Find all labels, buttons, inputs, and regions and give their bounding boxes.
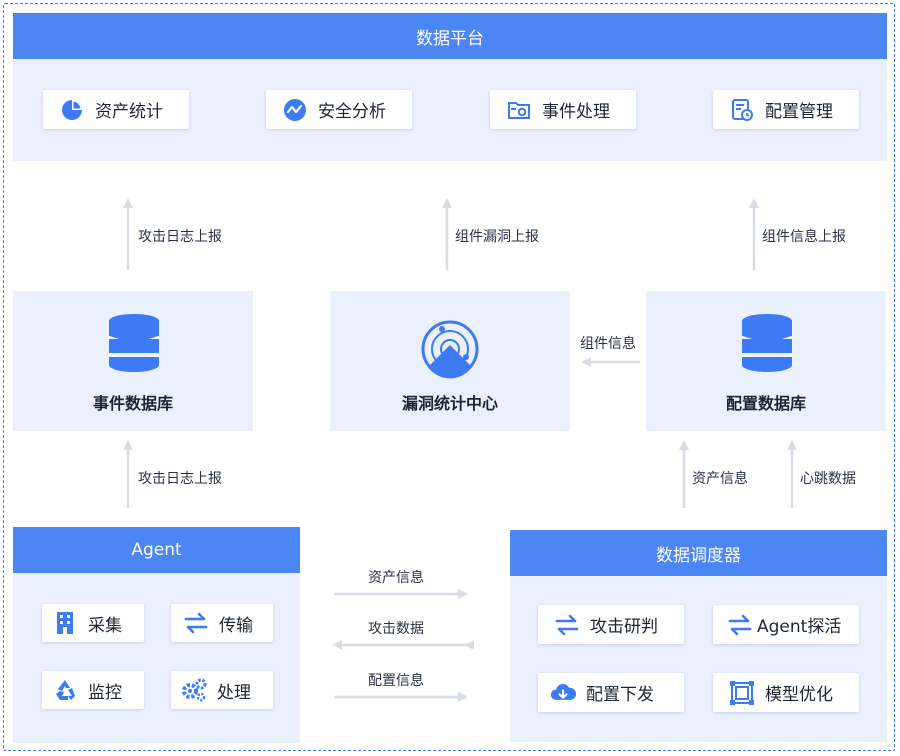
scheduler-item-label: 攻击研判: [590, 617, 658, 637]
database-icon: [741, 314, 793, 372]
agent-item-label: 处理: [217, 682, 251, 703]
scheduler-item-attack-judgment[interactable]: 攻击研判: [538, 605, 684, 644]
agent-item-label: 传输: [219, 615, 253, 636]
label-event-to-platform: 攻击日志上报: [138, 229, 222, 245]
label-agent-scheduler-asset: 资产信息: [368, 570, 424, 586]
model-frame-icon: [729, 680, 755, 706]
scheduler-item-label: 配置下发: [586, 685, 654, 705]
agent-item-transfer[interactable]: 传输: [171, 604, 273, 642]
transfer-arrows-icon: [727, 612, 753, 638]
recycle-icon: [52, 677, 78, 703]
scheduler-item-agent-probe[interactable]: Agent探活: [713, 605, 859, 644]
scheduler-item-model-optimization[interactable]: 模型优化: [713, 673, 859, 712]
label-agent-scheduler-config: 配置信息: [368, 673, 424, 689]
vuln-center-title: 漏洞统计中心: [401, 394, 498, 413]
radar-icon: [421, 320, 479, 379]
label-agent-scheduler-attack: 攻击数据: [368, 621, 424, 637]
agent-item-process[interactable]: 处理: [171, 671, 273, 709]
label-config-to-platform: 组件信息上报: [762, 229, 846, 245]
platform-header: 数据平台: [13, 13, 887, 59]
vuln-center-card[interactable]: 漏洞统计中心: [330, 291, 570, 431]
agent-item-collect[interactable]: 采集: [42, 604, 144, 642]
outer-dashed-frame: [3, 3, 895, 751]
label-scheduler-asset: 资产信息: [692, 471, 748, 487]
config-clock-icon: [729, 97, 755, 123]
label-vuln-to-platform: 组件漏洞上报: [455, 229, 539, 245]
module-config-management[interactable]: 配置管理: [713, 90, 859, 129]
building-icon: [52, 610, 78, 636]
module-asset-stats[interactable]: 资产统计: [43, 90, 189, 129]
config-database-card[interactable]: 配置数据库: [646, 291, 886, 431]
agent-header: Agent: [13, 527, 300, 573]
agent-item-label: 采集: [88, 615, 122, 636]
gears-icon: [181, 677, 207, 703]
transfer-arrows-icon: [554, 612, 580, 638]
transfer-arrows-icon: [183, 610, 209, 636]
module-event-handling[interactable]: 事件处理: [490, 90, 636, 129]
platform-title: 数据平台: [416, 28, 484, 49]
cloud-download-icon: [550, 680, 576, 706]
folder-gear-icon: [506, 97, 532, 123]
agent-item-label: 监控: [88, 682, 122, 703]
scheduler-title: 数据调度器: [656, 545, 741, 566]
module-label: 事件处理: [542, 102, 610, 122]
scheduler-panel: [510, 576, 887, 742]
database-icon: [108, 314, 160, 372]
analysis-chart-icon: [282, 97, 308, 123]
agent-item-monitor[interactable]: 监控: [42, 671, 144, 709]
scheduler-item-config-dispatch[interactable]: 配置下发: [538, 673, 684, 712]
agent-panel: [13, 573, 300, 743]
scheduler-item-label: Agent探活: [757, 617, 842, 637]
agent-title: Agent: [131, 540, 182, 560]
module-security-analysis[interactable]: 安全分析: [266, 90, 412, 129]
label-scheduler-heartbeat: 心跳数据: [800, 471, 856, 487]
config-database-title: 配置数据库: [725, 394, 806, 413]
event-database-card[interactable]: 事件数据库: [13, 291, 253, 431]
module-label: 安全分析: [318, 102, 386, 122]
module-label: 配置管理: [765, 102, 833, 122]
scheduler-header: 数据调度器: [510, 530, 887, 576]
scheduler-item-label: 模型优化: [765, 685, 833, 705]
label-config-to-vuln: 组件信息: [580, 336, 636, 352]
module-label: 资产统计: [95, 102, 163, 122]
label-agent-to-event: 攻击日志上报: [138, 471, 222, 487]
pie-chart-icon: [59, 97, 85, 123]
event-database-title: 事件数据库: [92, 394, 173, 413]
